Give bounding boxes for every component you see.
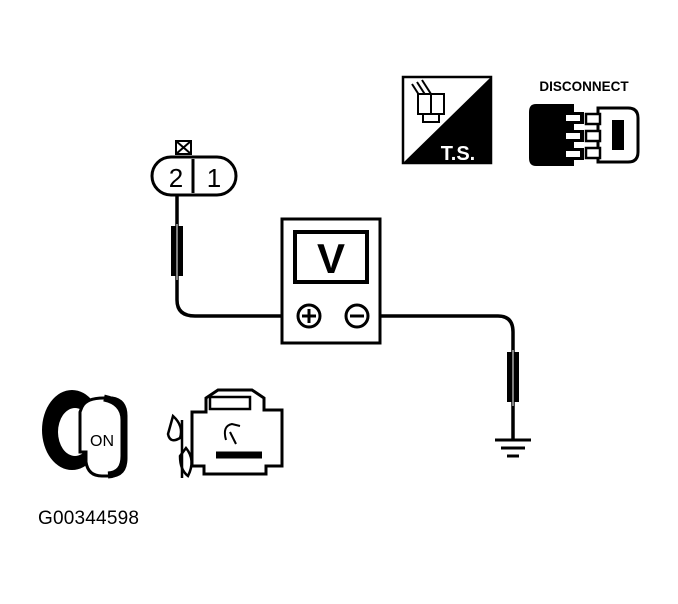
negative-lead xyxy=(372,314,515,440)
positive-lead xyxy=(175,195,298,318)
disconnect-badge: DISCONNECT xyxy=(529,79,640,166)
ignition-on-label: ON xyxy=(90,433,114,450)
voltmeter: V xyxy=(280,217,382,345)
engine-running-icon xyxy=(166,388,284,478)
voltmeter-symbol: V xyxy=(317,235,345,282)
test-leads xyxy=(175,195,515,440)
ignition-key-icon: ON xyxy=(42,390,128,479)
connector-pin-1-label: 1 xyxy=(207,163,221,193)
voltmeter-display xyxy=(293,230,369,284)
figure-id: G00344598 xyxy=(38,508,140,529)
disconnect-label: DISCONNECT xyxy=(539,79,629,94)
probe-connector-icon xyxy=(411,79,445,123)
ground-icon xyxy=(495,438,531,458)
test-symbol-badge: T.S. xyxy=(401,75,493,165)
harness-connector: 2 1 xyxy=(150,140,238,197)
connector-pin-2-label: 2 xyxy=(169,163,183,193)
test-symbol-label: T.S. xyxy=(441,143,475,165)
